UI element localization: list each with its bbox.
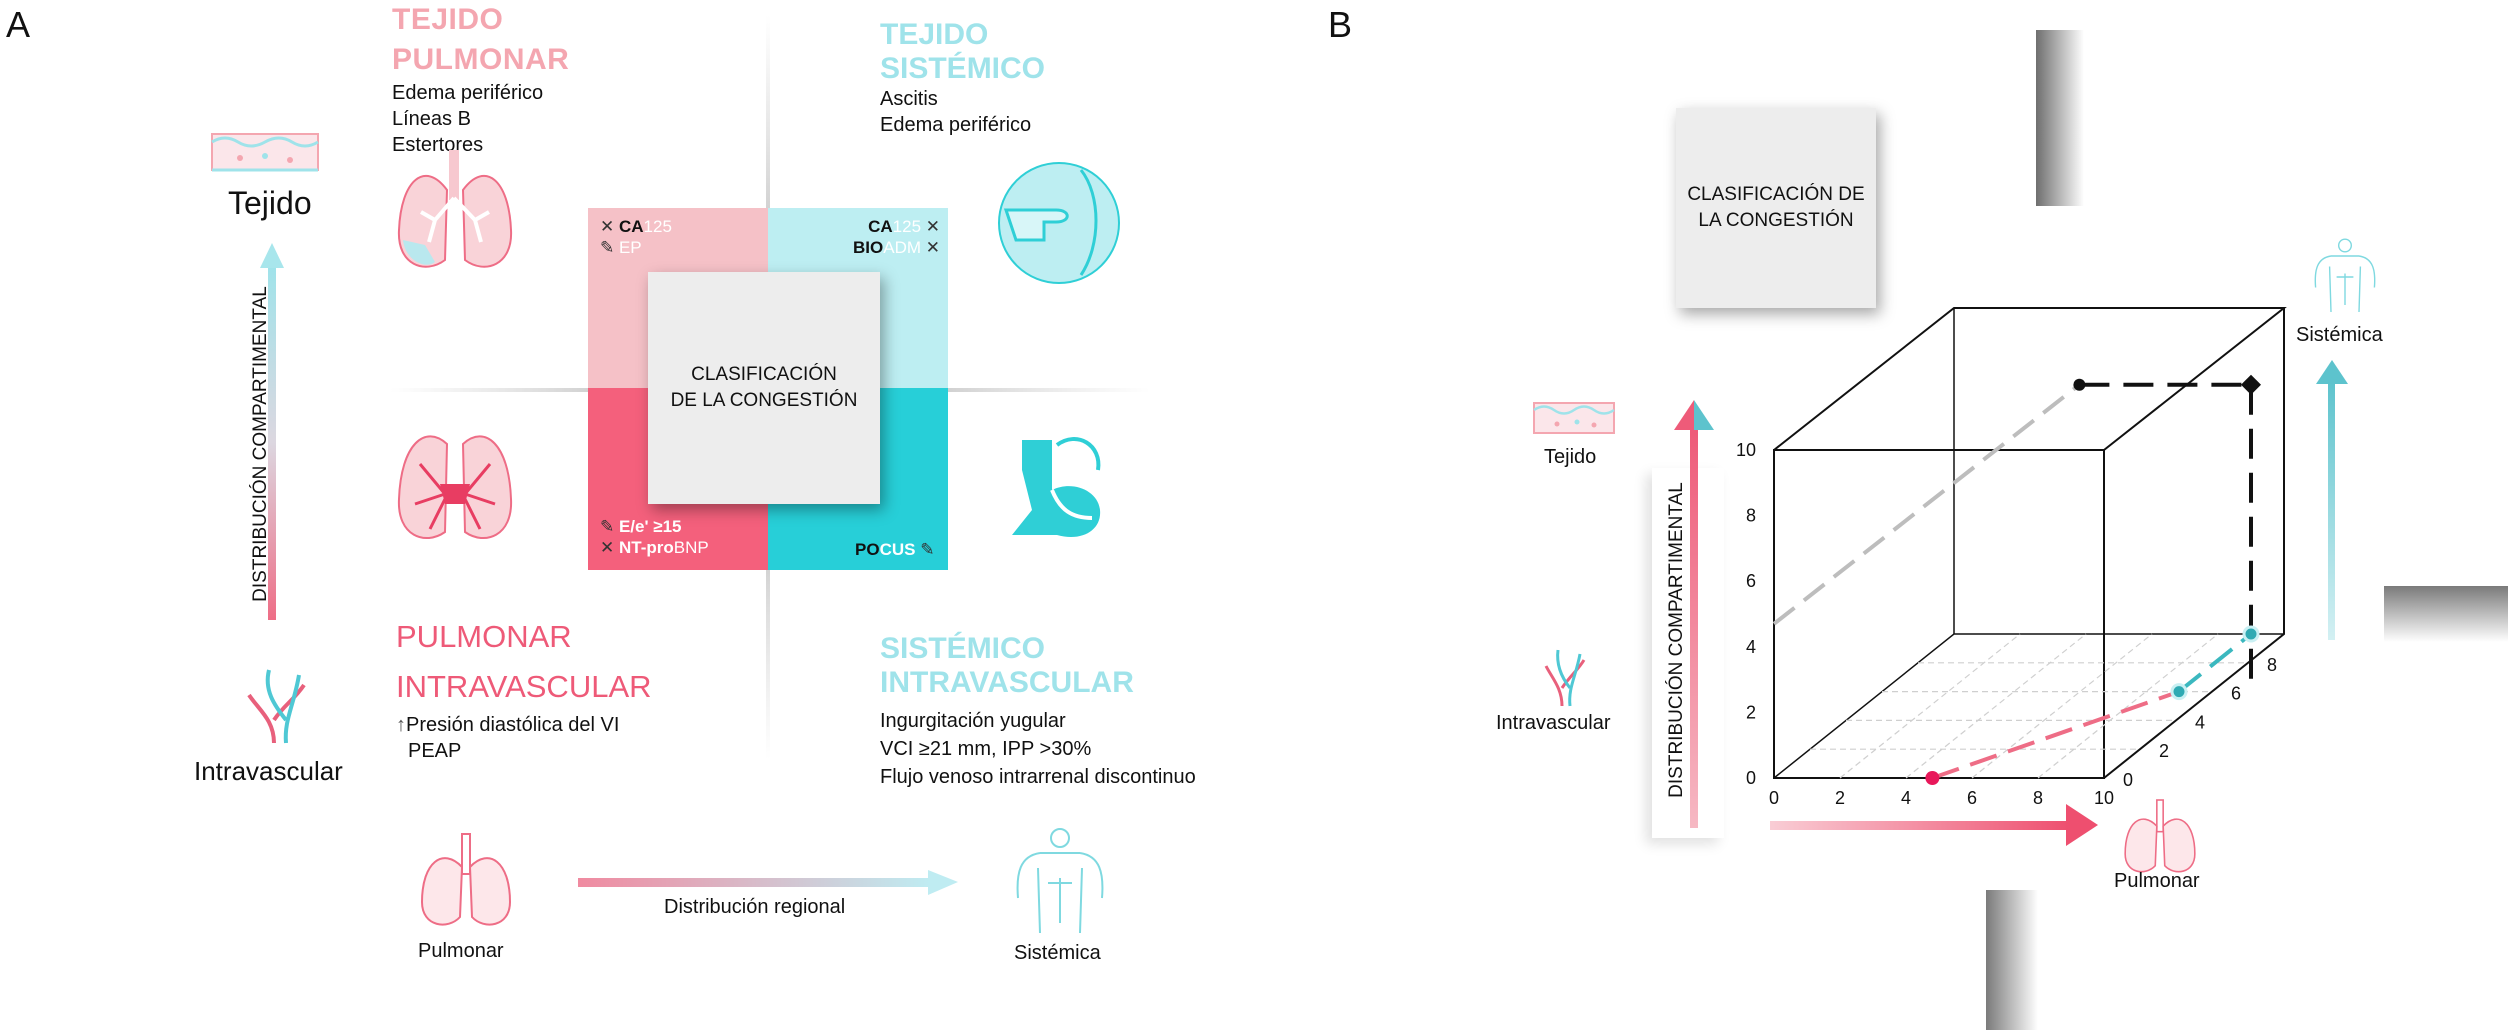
panel-b-sistemica-label: Sistémica — [2296, 324, 2383, 346]
panel-b-letter: B — [1328, 4, 1353, 45]
sistemica-label: Sistémica — [1014, 942, 1101, 964]
congestion-3d-cube: 024681002468100246810 — [1736, 307, 2287, 808]
pulmonar-intravascular-block: PULMONAR INTRAVASCULAR ↑Presión diastóli… — [396, 619, 652, 762]
horizontal-axis-bar — [578, 878, 930, 887]
floor-grid-line — [1905, 633, 2087, 779]
heart-venous-icon — [1012, 437, 1101, 538]
vertical-axis-bar — [268, 265, 276, 620]
lung-vascular-icon — [397, 435, 513, 540]
tissue-wave-icon — [211, 133, 319, 172]
depth-tick-label: 0 — [2123, 770, 2133, 790]
quadrant-tl-labels: ✕ CA125 ✎ EP — [600, 217, 672, 257]
panel-b-tejido-label: Tejido — [1544, 446, 1597, 468]
panel-b-intravascular-icon — [1544, 649, 1586, 707]
data-marks — [1772, 374, 2261, 785]
x-tick-label: 2 — [1835, 788, 1845, 808]
sistemica-axis-arrow — [2316, 360, 2348, 640]
intravascular-vessels-icon — [247, 669, 306, 744]
depth-tick-label: 8 — [2267, 655, 2277, 675]
gray-dashed-projection — [1772, 383, 2081, 626]
vertical-axis-label: DISTRIBUCIÓN COMPARTIMENTAL — [250, 286, 271, 602]
quadrant-bl-labels: ✎ E/e' ≥15 ✕ NT-proBNP — [600, 517, 709, 557]
shadow-slab-top — [2036, 30, 2084, 206]
pulmonar-label: Pulmonar — [418, 940, 504, 962]
lung-tissue-icon — [397, 150, 513, 268]
floor-grid-line — [1839, 633, 2021, 779]
panel-b-lungs-icon — [2124, 799, 2196, 873]
abdomen-hand-icon — [998, 162, 1120, 284]
panel-b-intravascular-label: Intravascular — [1496, 712, 1611, 734]
systemic-torso-icon — [1016, 828, 1104, 934]
black-point — [2073, 378, 2086, 391]
tejido-sistemico-block: TEJIDO SISTÉMICO Ascitis Edema periféric… — [880, 18, 1046, 136]
x-tick-label: 10 — [2094, 788, 2114, 808]
sistemico-intravascular-block: SISTÉMICO INTRAVASCULAR Ingurgitación yu… — [880, 632, 1196, 788]
panel-b-classification-card: CLASIFICACIÓN DE LA CONGESTIÓN — [1676, 108, 1876, 308]
panel-b-pulmonar-label: Pulmonar — [2114, 870, 2200, 892]
panel-b-vertical-axis — [1674, 400, 1714, 828]
pink-point — [1925, 771, 1940, 785]
axis-panel-shadow — [1652, 468, 1724, 838]
depth-tick-label: 6 — [2231, 684, 2241, 704]
vertical-tick-label: 8 — [1746, 506, 1756, 526]
vertical-tick-label: 2 — [1746, 702, 1756, 722]
depth-tick-label: 4 — [2195, 712, 2205, 732]
cube-floor-back — [1773, 633, 2284, 779]
up-arrow-icon: ↑ — [396, 714, 406, 736]
depth-tick-label: 2 — [2159, 741, 2169, 761]
axis-ticks: 024681002468100246810 — [1736, 440, 2277, 808]
x-tick-label: 0 — [1769, 788, 1779, 808]
teal-point — [2170, 683, 2188, 701]
horizontal-axis-arrowhead — [928, 870, 958, 895]
x-tick-label: 6 — [1967, 788, 1977, 808]
tejido-label: Tejido — [228, 185, 312, 221]
x-tick-label: 4 — [1901, 788, 1911, 808]
panel-a-letter: A — [6, 4, 31, 45]
shadow-slab-right — [2384, 586, 2508, 642]
black-diamond-point — [2241, 374, 2261, 395]
floor-grid-line — [1971, 633, 2153, 779]
panel-b-vertical-axis-label: DISTRIBUCIÓN COMPARTIMENTAL — [1666, 482, 1687, 798]
pulmonar-lungs-icon — [420, 833, 512, 926]
vertical-tick-label: 6 — [1746, 571, 1756, 591]
pink-dashed-line — [1931, 689, 2180, 780]
panel-b-horizontal-axis — [1770, 804, 2098, 846]
horizontal-axis-label: Distribución regional — [664, 896, 846, 918]
x-tick-label: 8 — [2033, 788, 2043, 808]
teal-dashed-line — [2177, 632, 2253, 694]
panel-b-torso-icon — [2314, 238, 2376, 313]
quadrant-tr-labels: CA125 ✕ BIOADM ✕ — [853, 217, 940, 257]
cube-front-face — [1773, 449, 2105, 779]
floor-grid — [1810, 633, 2248, 779]
quadrant-br-labels: POCUS ✎ — [855, 540, 935, 559]
panel-b-tissue-icon — [1533, 402, 1615, 434]
vertical-axis-arrowhead — [260, 243, 284, 268]
vertical-tick-label: 10 — [1736, 440, 1756, 460]
center-classification-card: CLASIFICACIÓN DE LA CONGESTIÓN — [648, 272, 880, 504]
tejido-pulmonar-block: TEJIDO PULMONAR Edema periférico Líneas … — [392, 3, 570, 156]
cube-top-face — [1773, 307, 2287, 451]
floor-grid-line — [2037, 633, 2219, 779]
intravascular-label: Intravascular — [194, 756, 343, 786]
vertical-tick-label: 0 — [1746, 768, 1756, 788]
vertical-tick-label: 4 — [1746, 637, 1756, 657]
teal-point — [2242, 625, 2260, 643]
shadow-slab-bottom — [1986, 890, 2038, 1030]
